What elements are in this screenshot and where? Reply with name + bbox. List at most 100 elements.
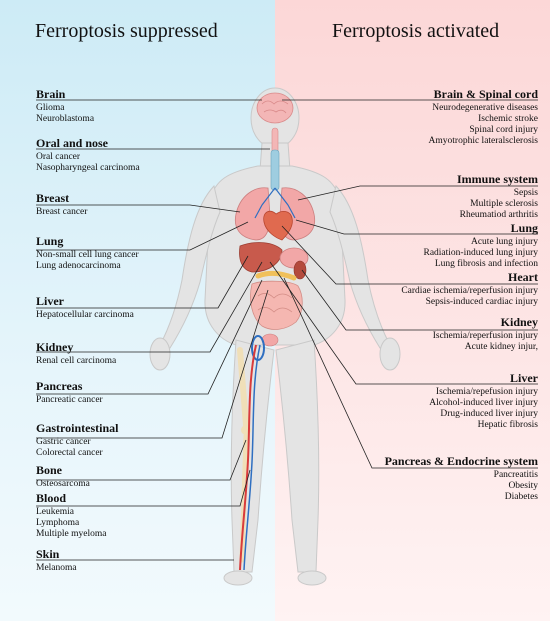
group-title: Pancreas & Endocrine system bbox=[384, 454, 538, 468]
group-title: Liver bbox=[510, 371, 538, 385]
kidney bbox=[293, 260, 307, 280]
group-item: Acute lung injury bbox=[470, 236, 538, 247]
group-item: Neurodegenerative diseases bbox=[432, 102, 538, 113]
header-activated: Ferroptosis activated bbox=[332, 20, 500, 42]
suppressed-group-bone: Bone Osteosarcoma bbox=[36, 463, 90, 490]
group-title: Brain bbox=[36, 87, 66, 101]
group-title: Lung bbox=[510, 221, 538, 235]
suppressed-connectors bbox=[36, 99, 270, 561]
group-item: Pancreatic cancer bbox=[36, 394, 103, 405]
suppressed-group-brain: Brain Glioma Neuroblastoma bbox=[36, 87, 95, 125]
brain bbox=[256, 92, 294, 124]
group-title: Skin bbox=[36, 547, 60, 561]
header-suppressed: Ferroptosis suppressed bbox=[35, 20, 218, 42]
left-hand bbox=[149, 337, 171, 371]
activated-group-immune-system: Immune system Sepsis Multiple sclerosis … bbox=[457, 172, 538, 221]
activated-group-brain-spinal-cord: Brain & Spinal cord Neurodegenerative di… bbox=[428, 87, 538, 146]
group-item: Renal cell carcinoma bbox=[36, 355, 117, 366]
connector-gastrointestinal bbox=[36, 289, 269, 439]
group-item: Nasopharyngeal carcinoma bbox=[36, 162, 140, 173]
group-item: Hepatic fibrosis bbox=[477, 419, 538, 430]
group-title: Kidney bbox=[500, 315, 538, 329]
group-item: Osteosarcoma bbox=[36, 478, 90, 489]
trachea bbox=[270, 149, 280, 191]
connector-heart bbox=[281, 225, 538, 285]
activated-group-pancreas-endocrine: Pancreas & Endocrine system Pancreatitis… bbox=[384, 454, 538, 503]
suppressed-group-liver: Liver Hepatocellular carcinoma bbox=[36, 294, 134, 321]
suppressed-group-gastrointestinal: Gastrointestinal Gastric cancer Colorect… bbox=[36, 421, 119, 459]
heart bbox=[263, 210, 293, 241]
group-item: Lymphoma bbox=[36, 517, 80, 528]
group-item: Oral cancer bbox=[36, 151, 81, 162]
group-item: Multiple myeloma bbox=[36, 528, 107, 539]
connector-bone bbox=[36, 439, 247, 481]
right-foot bbox=[297, 570, 327, 586]
connector-immune bbox=[297, 185, 538, 201]
vein bbox=[243, 344, 261, 571]
activated-group-liver: Liver Ischemia/repefusion injury Alcohol… bbox=[429, 371, 538, 430]
group-item: Lung fibrosis and infection bbox=[434, 258, 538, 269]
group-title: Lung bbox=[36, 234, 64, 248]
group-item: Sepsis-induced cardiac injury bbox=[425, 296, 538, 307]
group-item: Obesity bbox=[508, 480, 538, 491]
group-item: Non-small cell lung cancer bbox=[36, 249, 139, 260]
brain-folds bbox=[261, 100, 289, 114]
group-item: Breast cancer bbox=[36, 206, 88, 217]
connector-blood bbox=[36, 469, 251, 507]
femur bbox=[237, 347, 249, 428]
group-item: Glioma bbox=[36, 102, 65, 113]
group-item: Colorectal cancer bbox=[36, 447, 103, 458]
connector-kidney bbox=[36, 261, 263, 353]
group-item: Cardiae ischemia/reperfusion injury bbox=[401, 285, 538, 296]
group-title: Liver bbox=[36, 294, 64, 308]
connector-kidney-right bbox=[301, 269, 538, 331]
group-item: Alcohol-induced liver injury bbox=[429, 397, 538, 408]
group-item: Lung adenocarcinoma bbox=[36, 260, 121, 271]
group-title: Bone bbox=[36, 463, 63, 477]
group-item: Gastric cancer bbox=[36, 436, 91, 447]
group-item: Pancreatitis bbox=[493, 469, 538, 480]
activated-group-kidney: Kidney Ischemia/reperfusion injury Acute… bbox=[432, 315, 538, 353]
group-item: Leukemia bbox=[36, 506, 74, 517]
group-item: Spinal cord injury bbox=[469, 124, 538, 135]
suppressed-group-pancreas: Pancreas Pancreatic cancer bbox=[36, 379, 103, 406]
group-item: Drug-induced liver injury bbox=[440, 408, 538, 419]
artery bbox=[239, 344, 257, 571]
right-hand bbox=[379, 337, 401, 371]
leg-anatomy bbox=[237, 344, 261, 571]
group-item: Sepsis bbox=[513, 187, 538, 198]
suppressed-group-breast: Breast Breast cancer bbox=[36, 191, 88, 218]
group-item: Amyotrophic lateralsclerosis bbox=[428, 135, 538, 146]
connector-pancreas bbox=[36, 279, 263, 395]
group-title: Pancreas bbox=[36, 379, 83, 393]
group-item: Neuroblastoma bbox=[36, 113, 95, 124]
group-title: Blood bbox=[36, 491, 67, 505]
group-title: Oral and nose bbox=[36, 136, 109, 150]
activated-group-heart: Heart Cardiae ischemia/reperfusion injur… bbox=[401, 270, 538, 308]
right-leg bbox=[275, 339, 320, 573]
activated-connectors bbox=[269, 99, 538, 469]
group-item: Ischemic stroke bbox=[478, 113, 538, 124]
group-title: Kidney bbox=[36, 340, 74, 354]
connector-lung-right bbox=[295, 219, 538, 235]
connector-liver-right bbox=[269, 261, 538, 385]
activated-group-lung: Lung Acute lung injury Radiation-induced… bbox=[423, 221, 538, 270]
group-item: Ischemia/reperfusion injury bbox=[432, 330, 538, 341]
pancreas bbox=[255, 270, 297, 281]
suppressed-group-oral-nose: Oral and nose Oral cancer Nasopharyngeal… bbox=[36, 136, 140, 174]
connector-lung bbox=[36, 221, 249, 251]
group-item: Melanoma bbox=[36, 562, 77, 573]
suppressed-group-lung: Lung Non-small cell lung cancer Lung ade… bbox=[36, 234, 139, 272]
connector-pancreas-endocrine bbox=[283, 277, 538, 469]
group-title: Gastrointestinal bbox=[36, 421, 119, 435]
left-foot bbox=[223, 570, 253, 586]
group-title: Brain & Spinal cord bbox=[433, 87, 538, 101]
bronchi bbox=[254, 187, 296, 219]
group-item: Ischemia/repefusion injury bbox=[435, 386, 538, 397]
group-item: Multiple sclerosis bbox=[470, 198, 538, 209]
connector-breast bbox=[36, 204, 241, 213]
connector-liver bbox=[36, 255, 249, 309]
group-item: Diabetes bbox=[504, 491, 538, 502]
